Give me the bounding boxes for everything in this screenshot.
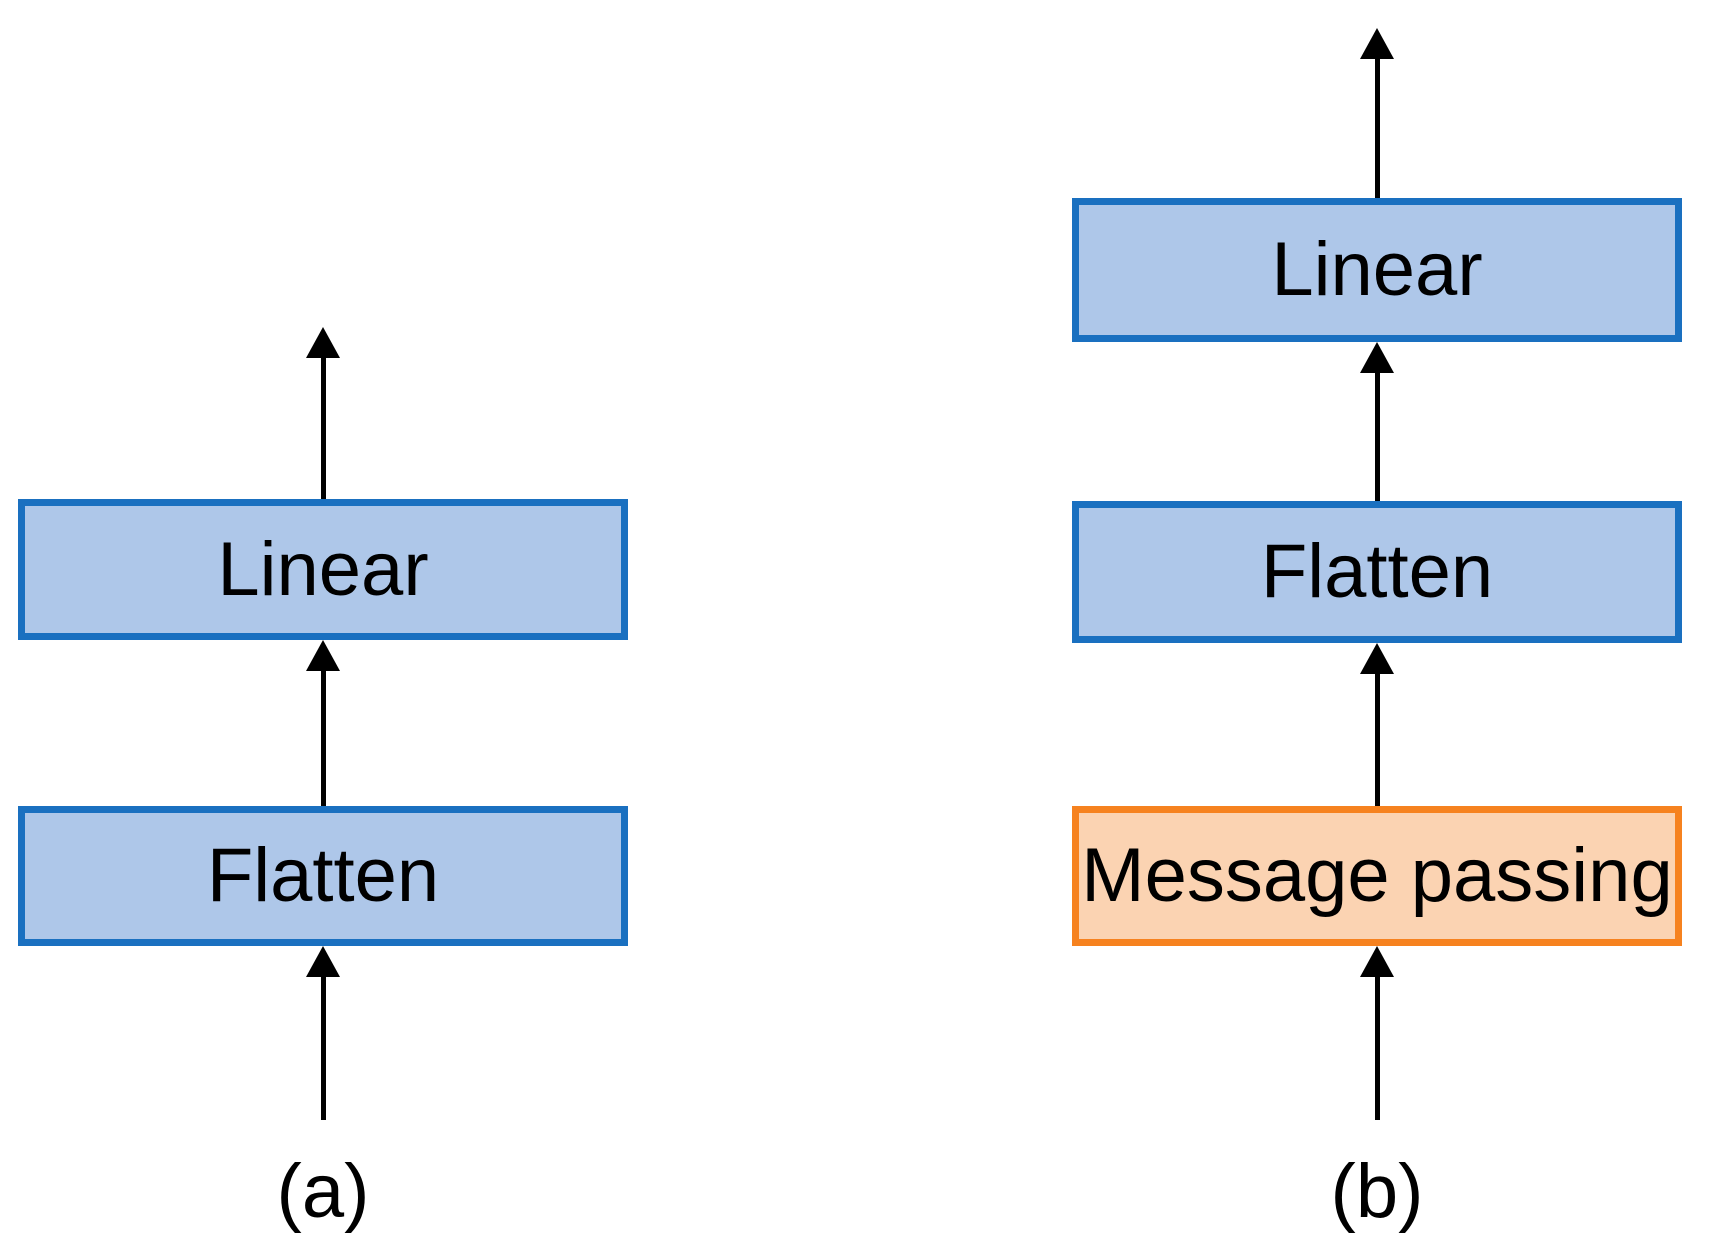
arrow-shaft [1375,975,1380,1120]
arrow-up-icon [1360,643,1394,674]
linear-label-a: Linear [217,526,429,612]
arrow-shaft [1375,57,1380,198]
linear-label-b: Linear [1271,227,1483,312]
arrow-up-icon [306,327,340,358]
arrow-shaft [321,975,326,1120]
message-passing-label-b: Message passing [1081,833,1673,918]
flatten-label-a: Flatten [206,833,440,918]
arrow-shaft [321,669,326,806]
flatten-label-b: Flatten [1260,529,1494,614]
arrow-shaft [1375,371,1380,501]
flatten-box-a: Flatten [18,806,628,946]
arrow-up-icon [306,640,340,671]
arrow-up-icon [1360,28,1394,59]
linear-box-b: Linear [1072,198,1682,342]
panel-a-caption: (a) [276,1149,370,1234]
arrow-up-icon [306,946,340,977]
panel-b-caption: (b) [1330,1149,1424,1234]
arrow-up-icon [1360,342,1394,373]
linear-box-a: Linear [18,499,628,640]
flatten-box-b: Flatten [1072,501,1682,643]
arrow-shaft [1375,672,1380,806]
arrow-up-icon [1360,946,1394,977]
message-passing-box-b: Message passing [1072,806,1682,946]
arrow-shaft [321,356,326,499]
